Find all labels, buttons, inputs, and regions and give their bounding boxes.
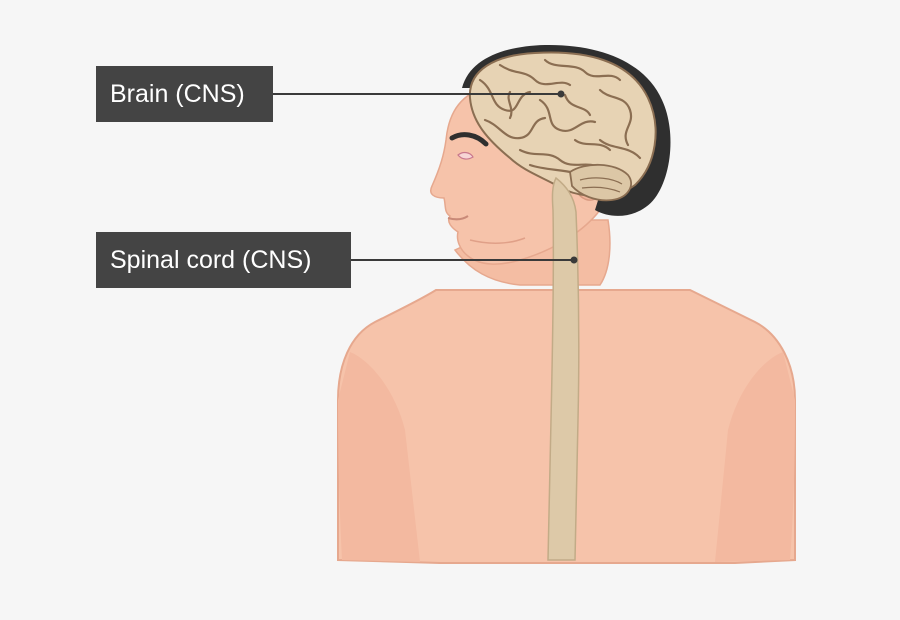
spinal-cord-leader-dot	[570, 256, 578, 264]
spinal-cord-label: Spinal cord (CNS)	[96, 232, 351, 288]
right-arm	[715, 352, 795, 562]
hair	[462, 44, 671, 216]
left-arm	[338, 352, 420, 562]
mouth	[447, 215, 469, 221]
brain-leader-dot	[557, 90, 565, 98]
jaw-line	[469, 237, 526, 244]
eyebrow	[449, 132, 489, 147]
brain	[468, 51, 657, 198]
eye	[457, 151, 474, 160]
spinal-cord	[547, 176, 580, 561]
cerebellum	[569, 163, 633, 202]
cerebellum-lines	[579, 177, 623, 193]
brain-label: Brain (CNS)	[96, 66, 273, 122]
